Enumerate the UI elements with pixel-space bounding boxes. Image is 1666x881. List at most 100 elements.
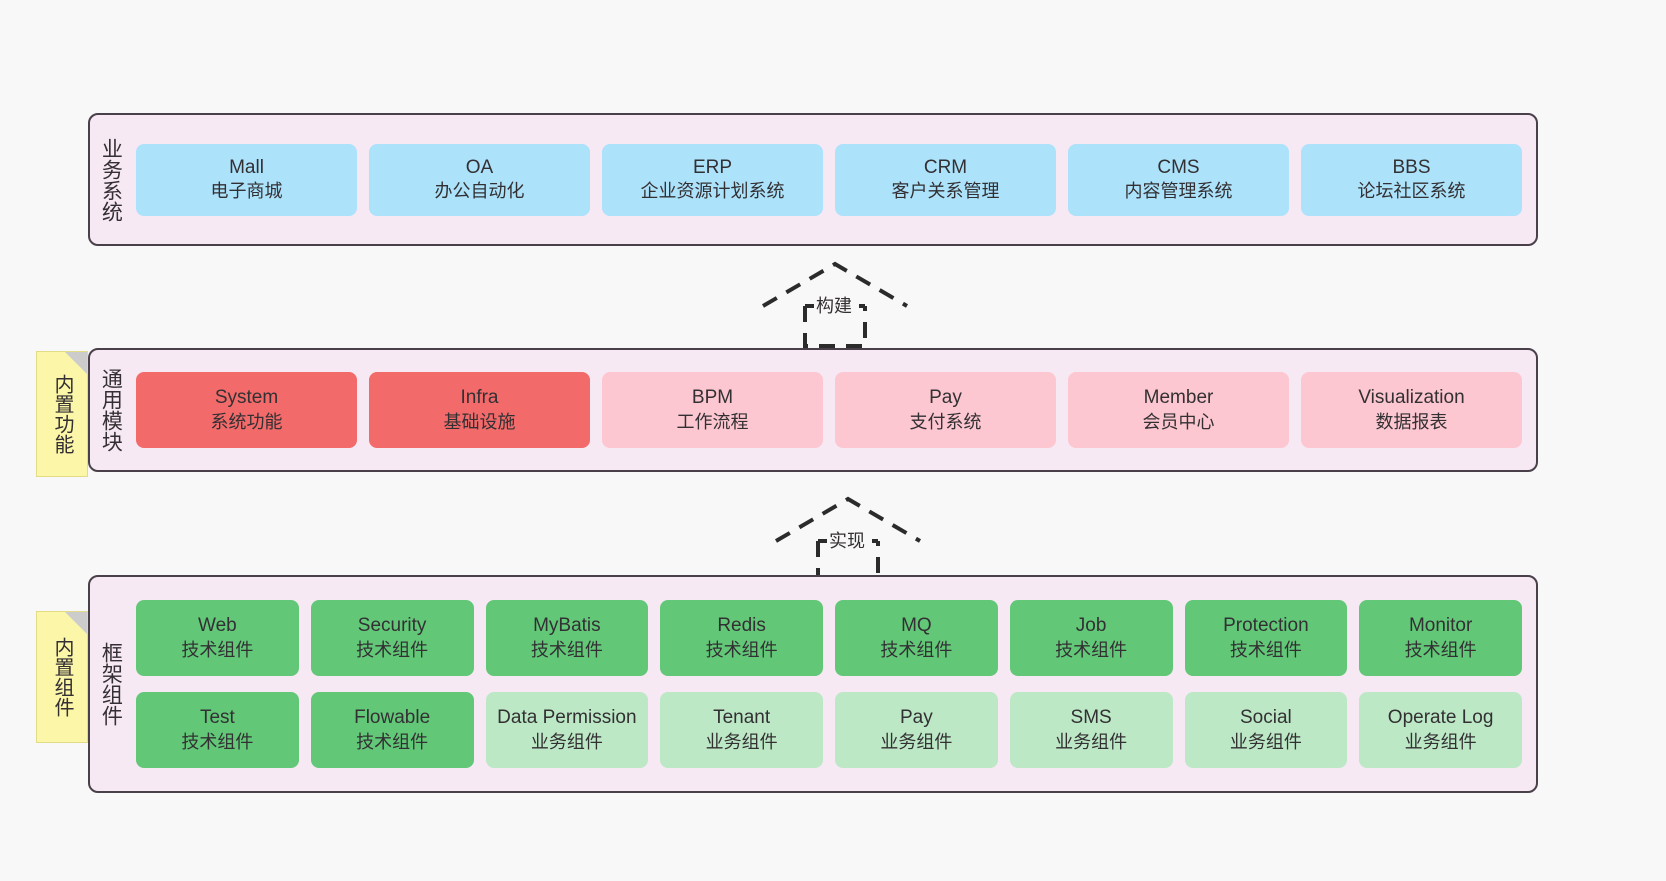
card-flowable[interactable]: Flowable 技术组件 <box>310 692 474 768</box>
card-visualization-cn: 数据报表 <box>1375 411 1448 432</box>
note-builtin-components-label: 内置组件 <box>51 637 73 717</box>
note-fold-icon <box>65 352 87 374</box>
card-redis[interactable]: Redis 技术组件 <box>660 600 823 676</box>
card-system[interactable]: System 系统功能 <box>136 372 357 448</box>
layer-title-framework: 框架组件 <box>99 642 123 726</box>
business-card-row: Mall 电子商城 OA 办公自动化 ERP 企业资源计划系统 CRM 客户关系… <box>136 143 1522 216</box>
card-monitor[interactable]: Monitor 技术组件 <box>1359 600 1522 676</box>
card-visualization[interactable]: Visualization 数据报表 <box>1301 372 1522 448</box>
card-system-cn: 系统功能 <box>210 411 283 432</box>
card-job-en: Job <box>1075 615 1107 637</box>
layer-body-business: Mall 电子商城 OA 办公自动化 ERP 企业资源计划系统 CRM 客户关系… <box>130 115 1536 244</box>
card-infra[interactable]: Infra 基础设施 <box>369 372 590 448</box>
card-member[interactable]: Member 会员中心 <box>1068 372 1289 448</box>
card-job[interactable]: Job 技术组件 <box>1009 600 1173 676</box>
card-data-permission-en: Data Permission <box>497 707 637 729</box>
card-security-en: Security <box>357 615 427 637</box>
card-mybatis-en: MyBatis <box>533 615 601 637</box>
card-pay-component-en: Pay <box>900 707 933 729</box>
card-crm-cn: 客户关系管理 <box>891 181 1000 202</box>
card-data-permission[interactable]: Data Permission 业务组件 <box>485 692 649 768</box>
arrow-build-label: 构建 <box>814 292 854 318</box>
layer-body-common: System 系统功能 Infra 基础设施 BPM 工作流程 Pay 支付系统… <box>130 350 1536 470</box>
card-protection-en: Protection <box>1223 615 1309 637</box>
card-web-cn: 技术组件 <box>181 639 254 660</box>
note-builtin-functions-label: 内置功能 <box>51 374 73 454</box>
card-mall[interactable]: Mall 电子商城 <box>136 143 357 216</box>
card-mybatis[interactable]: MyBatis 技术组件 <box>485 600 649 676</box>
arrow-realize-label: 实现 <box>827 527 867 553</box>
card-pay-module[interactable]: Pay 支付系统 <box>835 372 1056 448</box>
card-mq[interactable]: MQ 技术组件 <box>835 600 998 676</box>
layer-body-framework: Web 技术组件 Security 技术组件 MyBatis 技术组件 Redi… <box>130 577 1536 791</box>
card-redis-en: Redis <box>717 615 766 637</box>
card-member-cn: 会员中心 <box>1142 411 1215 432</box>
card-monitor-cn: 技术组件 <box>1404 639 1477 660</box>
card-bbs[interactable]: BBS 论坛社区系统 <box>1301 143 1522 216</box>
card-redis-cn: 技术组件 <box>705 639 778 660</box>
card-operate-log-en: Operate Log <box>1387 707 1494 729</box>
card-test-en: Test <box>199 707 235 729</box>
card-sms[interactable]: SMS 业务组件 <box>1009 692 1173 768</box>
card-bpm-cn: 工作流程 <box>676 411 749 432</box>
note-builtin-functions: 内置功能 <box>36 351 88 477</box>
card-tenant-en: Tenant <box>713 707 771 729</box>
card-crm-en: CRM <box>923 156 968 178</box>
card-pay-component[interactable]: Pay 业务组件 <box>835 692 998 768</box>
card-member-en: Member <box>1143 387 1214 409</box>
card-job-cn: 技术组件 <box>1055 639 1128 660</box>
card-social-cn: 业务组件 <box>1229 731 1302 752</box>
card-bpm[interactable]: BPM 工作流程 <box>602 372 823 448</box>
layer-framework-components: 框架组件 Web 技术组件 Security 技术组件 MyBatis 技术组件… <box>88 575 1538 793</box>
note-fold-icon <box>65 612 87 634</box>
card-sms-en: SMS <box>1070 707 1112 729</box>
card-operate-log[interactable]: Operate Log 业务组件 <box>1359 692 1522 768</box>
layer-common-modules: 通用模块 System 系统功能 Infra 基础设施 BPM 工作流程 Pay… <box>88 348 1538 472</box>
card-social-en: Social <box>1240 707 1292 729</box>
arrow-build: 构建 <box>755 258 915 348</box>
card-operate-log-cn: 业务组件 <box>1404 731 1477 752</box>
card-test-cn: 技术组件 <box>181 731 254 752</box>
card-oa[interactable]: OA 办公自动化 <box>369 143 590 216</box>
card-mq-cn: 技术组件 <box>880 639 953 660</box>
card-social[interactable]: Social 业务组件 <box>1184 692 1348 768</box>
card-pay-module-cn: 支付系统 <box>909 411 982 432</box>
card-visualization-en: Visualization <box>1358 387 1465 409</box>
card-cms-cn: 内容管理系统 <box>1124 181 1233 202</box>
note-builtin-components: 内置组件 <box>36 611 88 743</box>
card-mall-en: Mall <box>229 156 264 178</box>
card-bbs-en: BBS <box>1392 156 1431 178</box>
common-card-row: System 系统功能 Infra 基础设施 BPM 工作流程 Pay 支付系统… <box>136 372 1522 448</box>
card-flowable-en: Flowable <box>354 707 431 729</box>
card-tenant[interactable]: Tenant 业务组件 <box>660 692 823 768</box>
card-cms-en: CMS <box>1157 156 1200 178</box>
card-mall-cn: 电子商城 <box>210 181 283 202</box>
card-protection-cn: 技术组件 <box>1229 639 1302 660</box>
card-mq-en: MQ <box>901 615 932 637</box>
card-erp[interactable]: ERP 企业资源计划系统 <box>602 143 823 216</box>
card-infra-en: Infra <box>460 387 499 409</box>
card-crm[interactable]: CRM 客户关系管理 <box>835 143 1056 216</box>
card-infra-cn: 基础设施 <box>443 411 516 432</box>
card-security[interactable]: Security 技术组件 <box>310 600 474 676</box>
card-monitor-en: Monitor <box>1408 615 1473 637</box>
card-pay-module-en: Pay <box>929 387 962 409</box>
card-erp-en: ERP <box>692 156 733 178</box>
card-bbs-cn: 论坛社区系统 <box>1357 181 1466 202</box>
card-cms[interactable]: CMS 内容管理系统 <box>1068 143 1289 216</box>
card-flowable-cn: 技术组件 <box>356 731 429 752</box>
card-web-en: Web <box>198 615 237 637</box>
card-data-permission-cn: 业务组件 <box>530 731 603 752</box>
card-pay-component-cn: 业务组件 <box>880 731 953 752</box>
arrow-realize: 实现 <box>768 493 928 583</box>
card-web[interactable]: Web 技术组件 <box>136 600 299 676</box>
card-security-cn: 技术组件 <box>356 639 429 660</box>
card-protection[interactable]: Protection 技术组件 <box>1184 600 1348 676</box>
card-bpm-en: BPM <box>691 387 734 409</box>
card-test[interactable]: Test 技术组件 <box>136 692 299 768</box>
card-erp-cn: 企业资源计划系统 <box>640 181 785 202</box>
card-tenant-cn: 业务组件 <box>705 731 778 752</box>
card-sms-cn: 业务组件 <box>1055 731 1128 752</box>
card-oa-cn: 办公自动化 <box>434 181 525 202</box>
